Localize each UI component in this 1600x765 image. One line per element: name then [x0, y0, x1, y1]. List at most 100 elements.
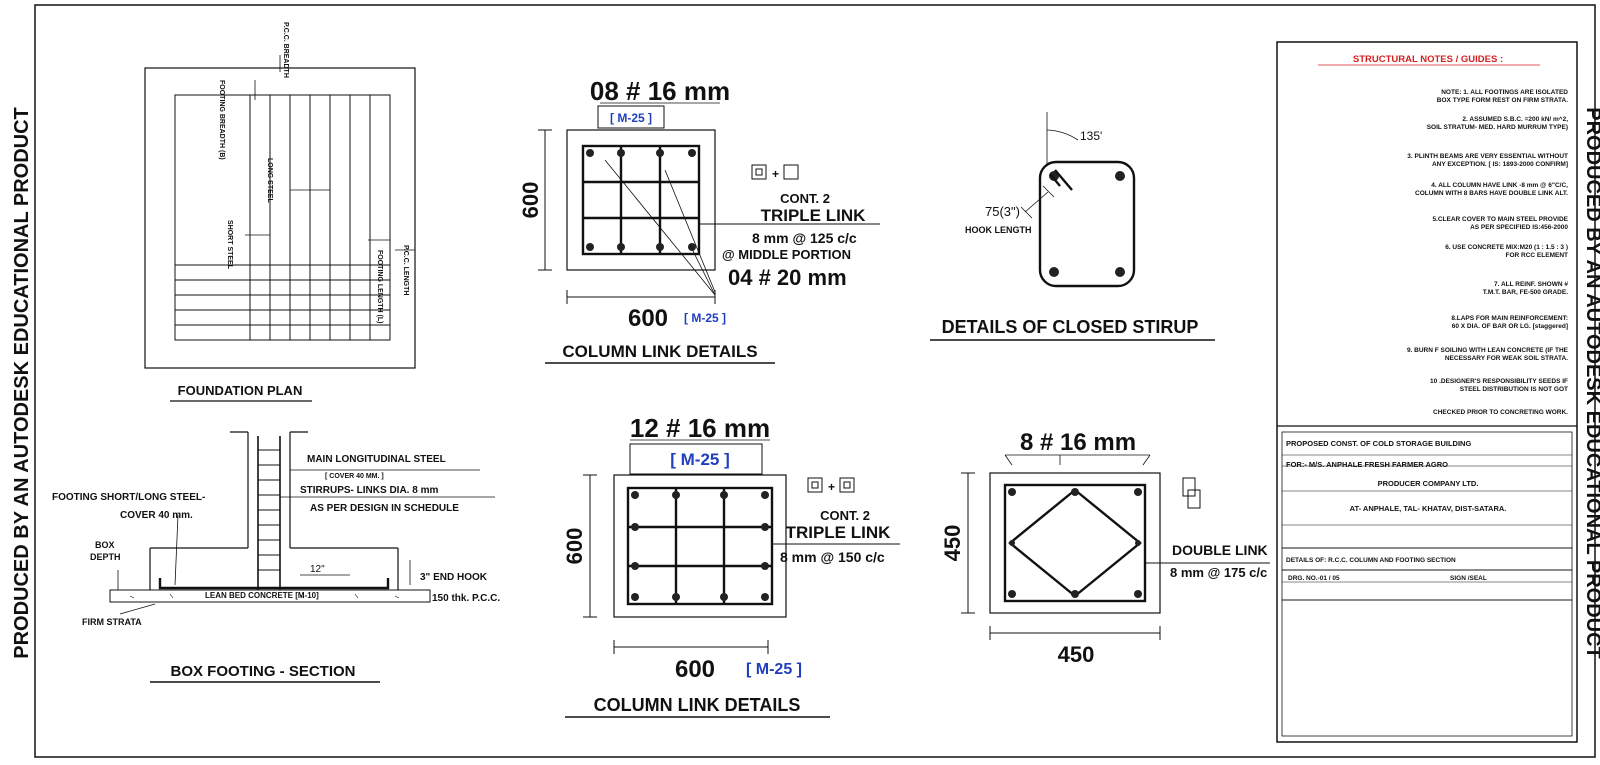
note-line: 2. ASSUMED S.B.C. =200 kN/ m^2, — [1462, 115, 1568, 123]
note-line: 3. PLINTH BEAMS ARE VERY ESSENTIAL WITHO… — [1407, 153, 1568, 160]
watermark-left: PRODUCED BY AN AUTODESK EDUCATIONAL PROD… — [11, 107, 33, 659]
foundation-plan: P.C.C. BREADTH FOOTING BREADTH (B) LONG … — [144, 22, 416, 402]
foundation-plan-title: FOUNDATION PLAN — [178, 383, 303, 398]
label-footing-breadth: FOOTING BREADTH (B) — [218, 80, 225, 160]
note-line: 7. ALL REINF. SHOWN # — [1494, 281, 1568, 288]
label-long-steel: LONG STEEL — [266, 158, 273, 203]
box-footing-section: MAIN LONGITUDINAL STEEL [ COVER 40 MM. ]… — [52, 431, 500, 683]
dim-12-label: 12" — [310, 564, 325, 575]
grade-bottom-label: [ M-25 ] — [684, 311, 726, 325]
note-line: 60 X DIA. OF BAR OR LG. [staggered] — [1452, 323, 1568, 330]
note-line: COLUMN WITH 8 BARS HAVE DOUBLE LINK ALT. — [1415, 190, 1568, 197]
note-line: NOTE: 1. ALL FOOTINGS ARE ISOLATED — [1441, 89, 1568, 96]
outer-link — [626, 486, 774, 606]
stirrups-label: STIRRUPS- LINKS DIA. 8 mm — [300, 485, 438, 496]
note-line: SOIL STRATUM- MED. HARD MURRUM TYPE) — [1427, 124, 1568, 131]
title-block: STRUCTURAL NOTES / GUIDES : NOTE: 1. ALL… — [1276, 41, 1578, 743]
cover-label: COVER 40 mm. — [120, 510, 193, 521]
link-type-label: TRIPLE LINK — [786, 523, 892, 542]
lean-concrete-label: LEAN BED CONCRETE [M-10] — [205, 591, 319, 600]
sheet-border — [34, 4, 1596, 758]
column-link-details-bottom: 12 # 16 mm [ M-25 ] 600 600 [ M-25 ] + C… — [562, 413, 900, 718]
column-450-detail: 8 # 16 mm 450 450 DOUBLE LINK 8 mm @ 175… — [940, 429, 1270, 667]
as-per-label: AS PER DESIGN IN SCHEDULE — [310, 503, 459, 514]
note-line: 6. USE CONCRETE MIX:M20 (1 : 1.5 : 3 ) — [1445, 244, 1568, 251]
project-label: PROPOSED CONST. OF COLD STORAGE BUILDING — [1286, 439, 1471, 448]
label-short-steel: SHORT STEEL — [226, 220, 233, 270]
hook-dimension-label: 75(3") — [985, 204, 1020, 219]
drawing-number-label: DRG. NO.-01 / 05 — [1288, 575, 1340, 582]
stirrup-outline — [1038, 160, 1136, 288]
grade-box — [597, 105, 665, 129]
link-spec-label: 8 mm @ 150 c/c — [780, 549, 885, 565]
notes-list: NOTE: 1. ALL FOOTINGS ARE ISOLATED BOX T… — [1407, 89, 1569, 416]
width-label: 600 — [628, 305, 668, 332]
footing-outline — [174, 94, 391, 341]
link-spec-label: 8 mm @ 175 c/c — [1170, 565, 1267, 580]
main-steel-label: MAIN LONGITUDINAL STEEL — [307, 454, 446, 465]
outer-link — [1003, 483, 1147, 603]
middle-portion-label: @ MIDDLE PORTION — [722, 247, 851, 262]
company-label: PRODUCER COMPANY LTD. — [1378, 479, 1479, 488]
main-cover-label: [ COVER 40 MM. ] — [325, 473, 384, 480]
note-line: NECESSARY FOR WEAK SOIL STRATA. — [1445, 355, 1568, 362]
label-footing-length: FOOTING LENGTH (L) — [376, 250, 383, 324]
middle-bars-label: 04 # 20 mm — [728, 265, 847, 290]
client-label: FOR:- M/S. ANPHALE FRESH FARMER AGRO — [1286, 460, 1448, 469]
column-top-title: COLUMN LINK DETAILS — [562, 342, 757, 361]
outer-link — [581, 144, 701, 256]
address-label: AT- ANPHALE, TAL- KHATAV, DIST-SATARA. — [1350, 504, 1507, 513]
watermark-right: PRODUCED BY AN AUTODESK EDUCATIONAL PROD… — [1582, 107, 1600, 659]
label-pcc-breadth: P.C.C. BREADTH — [282, 22, 289, 78]
main-bars-label: 8 # 16 mm — [1020, 429, 1136, 456]
box-depth-label-1: BOX — [95, 540, 115, 550]
grade-box — [629, 443, 763, 475]
column-outline — [989, 472, 1161, 614]
note-line: 5.CLEAR COVER TO MAIN STEEL PROVIDE — [1432, 216, 1568, 223]
footing-steel-label: FOOTING SHORT/LONG STEEL- — [52, 492, 205, 503]
pcc-outline — [144, 67, 416, 369]
note-line: 9. BURN F SOILING WITH LEAN CONCRETE (IF… — [1407, 347, 1569, 354]
column-bottom-title: COLUMN LINK DETAILS — [594, 695, 801, 715]
svg-text:+: + — [772, 167, 779, 181]
main-bars-label: 12 # 16 mm — [630, 413, 770, 443]
height-label: 600 — [562, 528, 587, 565]
cont-label: CONT. 2 — [780, 191, 830, 206]
sign-seal-label: SIGN /SEAL — [1450, 575, 1487, 582]
angle-label: 135' — [1080, 129, 1102, 143]
svg-text:+: + — [828, 480, 835, 494]
pcc-thickness-label: 150 thk. P.C.C. — [432, 593, 500, 604]
note-line: FOR RCC ELEMENT — [1506, 252, 1569, 259]
column-outline — [566, 129, 716, 271]
notes-heading: STRUCTURAL NOTES / GUIDES : — [1353, 54, 1503, 65]
column-outline — [613, 474, 787, 618]
link-spec-label: 8 mm @ 125 c/c — [752, 230, 857, 246]
grade-top-label: [ M-25 ] — [670, 450, 730, 469]
cont-label: CONT. 2 — [820, 508, 870, 523]
note-line: ANY EXCEPTION. [ IS: 1893-2000 CONFIRM] — [1432, 161, 1568, 168]
grade-top-label: [ M-25 ] — [610, 111, 652, 125]
label-pcc-length: P.C.C. LENGTH — [402, 245, 409, 295]
width-label: 450 — [1058, 642, 1095, 667]
width-label: 600 — [675, 656, 715, 683]
blank-panel — [1281, 599, 1573, 737]
height-label: 600 — [518, 182, 543, 219]
grade-bottom-label: [ M-25 ] — [746, 661, 802, 678]
note-line: T.M.T. BAR, FE-500 GRADE. — [1483, 289, 1568, 296]
note-line: AS PER SPECIFIED IS:456-2000 — [1470, 224, 1568, 231]
note-line: CHECKED PRIOR TO CONCRETING WORK. — [1433, 409, 1568, 416]
closed-stirrup-detail: 135' 75(3") HOOK LENGTH DETAILS OF CLOSE… — [930, 112, 1215, 341]
note-line: BOX TYPE FORM REST ON FIRM STRATA. — [1437, 97, 1568, 104]
note-line: STEEL DISTRIBUTION IS NOT GOT — [1460, 386, 1568, 393]
diamond-link — [1008, 488, 1142, 598]
hook-length-label: HOOK LENGTH — [965, 225, 1032, 235]
end-hook-label: 3" END HOOK — [420, 572, 488, 583]
note-line: 8.LAPS FOR MAIN REINFORCEMENT: — [1451, 315, 1568, 322]
link-type-label: DOUBLE LINK — [1172, 542, 1268, 558]
note-line: 10 .DESIGNER'S RESPONSIBILITY SEEDS IF — [1430, 378, 1568, 385]
firm-strata-label: FIRM STRATA — [82, 617, 142, 627]
column-link-details-top: 08 # 16 mm [ M-25 ] 600 600 [ M-25 ] + — [518, 76, 880, 364]
pcc-bed — [109, 589, 431, 603]
height-label: 450 — [940, 525, 965, 562]
